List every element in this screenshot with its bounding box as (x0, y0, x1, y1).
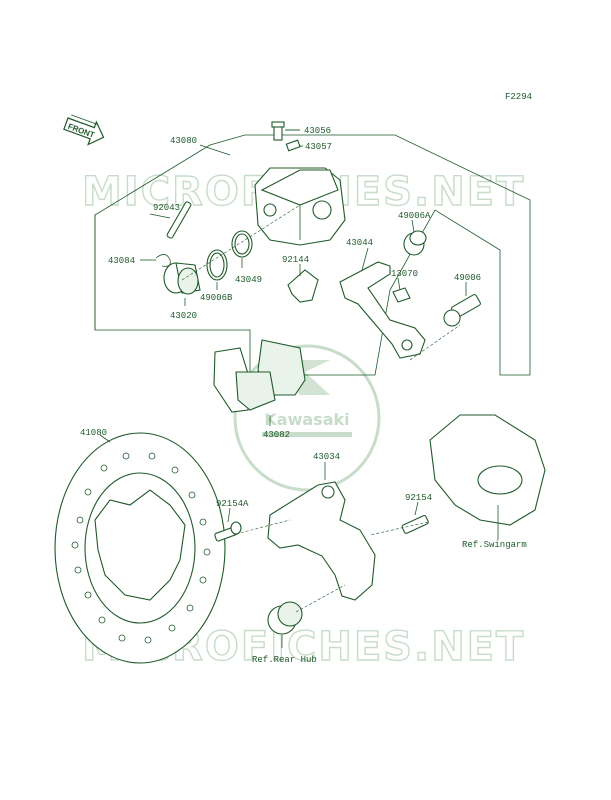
assembly-axis-lines (181, 204, 461, 613)
piston-43020 (163, 262, 201, 295)
label-43084: 43084 (108, 256, 135, 266)
figure-code: F2294 (505, 92, 532, 102)
leader-lines (99, 129, 499, 648)
bushing-49006A (403, 230, 427, 256)
clip-13070 (392, 287, 411, 303)
brake-pads-43082 (213, 339, 306, 413)
label-41080: 41080 (80, 428, 107, 438)
label-92154: 92154 (405, 493, 432, 503)
kawasaki-logo-watermark: Kawasaki (233, 344, 381, 492)
collar-rear-hub (267, 601, 303, 635)
front-arrow-icon: FRONT (63, 114, 105, 146)
spring-92144 (287, 269, 319, 303)
clip-43084 (155, 254, 171, 267)
label-49006: 49006 (454, 273, 481, 283)
label-49006B: 49006B (200, 293, 233, 303)
label-43044: 43044 (346, 238, 373, 248)
svg-text:Kawasaki: Kawasaki (264, 410, 349, 429)
label-43020: 43020 (170, 311, 197, 321)
bolt-49006 (443, 293, 481, 327)
label-92154A: 92154A (216, 499, 249, 509)
label-92144: 92144 (282, 255, 309, 265)
caliper-assembly-outline (94, 134, 531, 376)
label-13070: 13070 (391, 269, 418, 279)
label-43082: 43082 (263, 430, 290, 440)
label-43057: 43057 (305, 142, 332, 152)
label-43056: 43056 (304, 126, 331, 136)
pin-92043 (166, 201, 192, 239)
brake-disc-41080 (54, 432, 226, 664)
cap-43057 (285, 139, 301, 152)
bleeder-valve-43056 (271, 121, 300, 141)
label-43034: 43034 (313, 452, 340, 462)
bolt-92154 (401, 514, 429, 534)
ref-swingarm-label: Ref.Swingarm (462, 540, 527, 550)
bracket-43044 (339, 261, 426, 359)
caliper-bracket-43034 (267, 481, 376, 601)
label-92043: 92043 (153, 203, 180, 213)
label-43080: 43080 (170, 136, 197, 146)
label-43049: 43049 (235, 275, 262, 285)
caliper-body (254, 167, 346, 246)
label-49006A: 49006A (398, 211, 431, 221)
ref-rear-hub-label: Ref.Rear Hub (252, 655, 317, 665)
